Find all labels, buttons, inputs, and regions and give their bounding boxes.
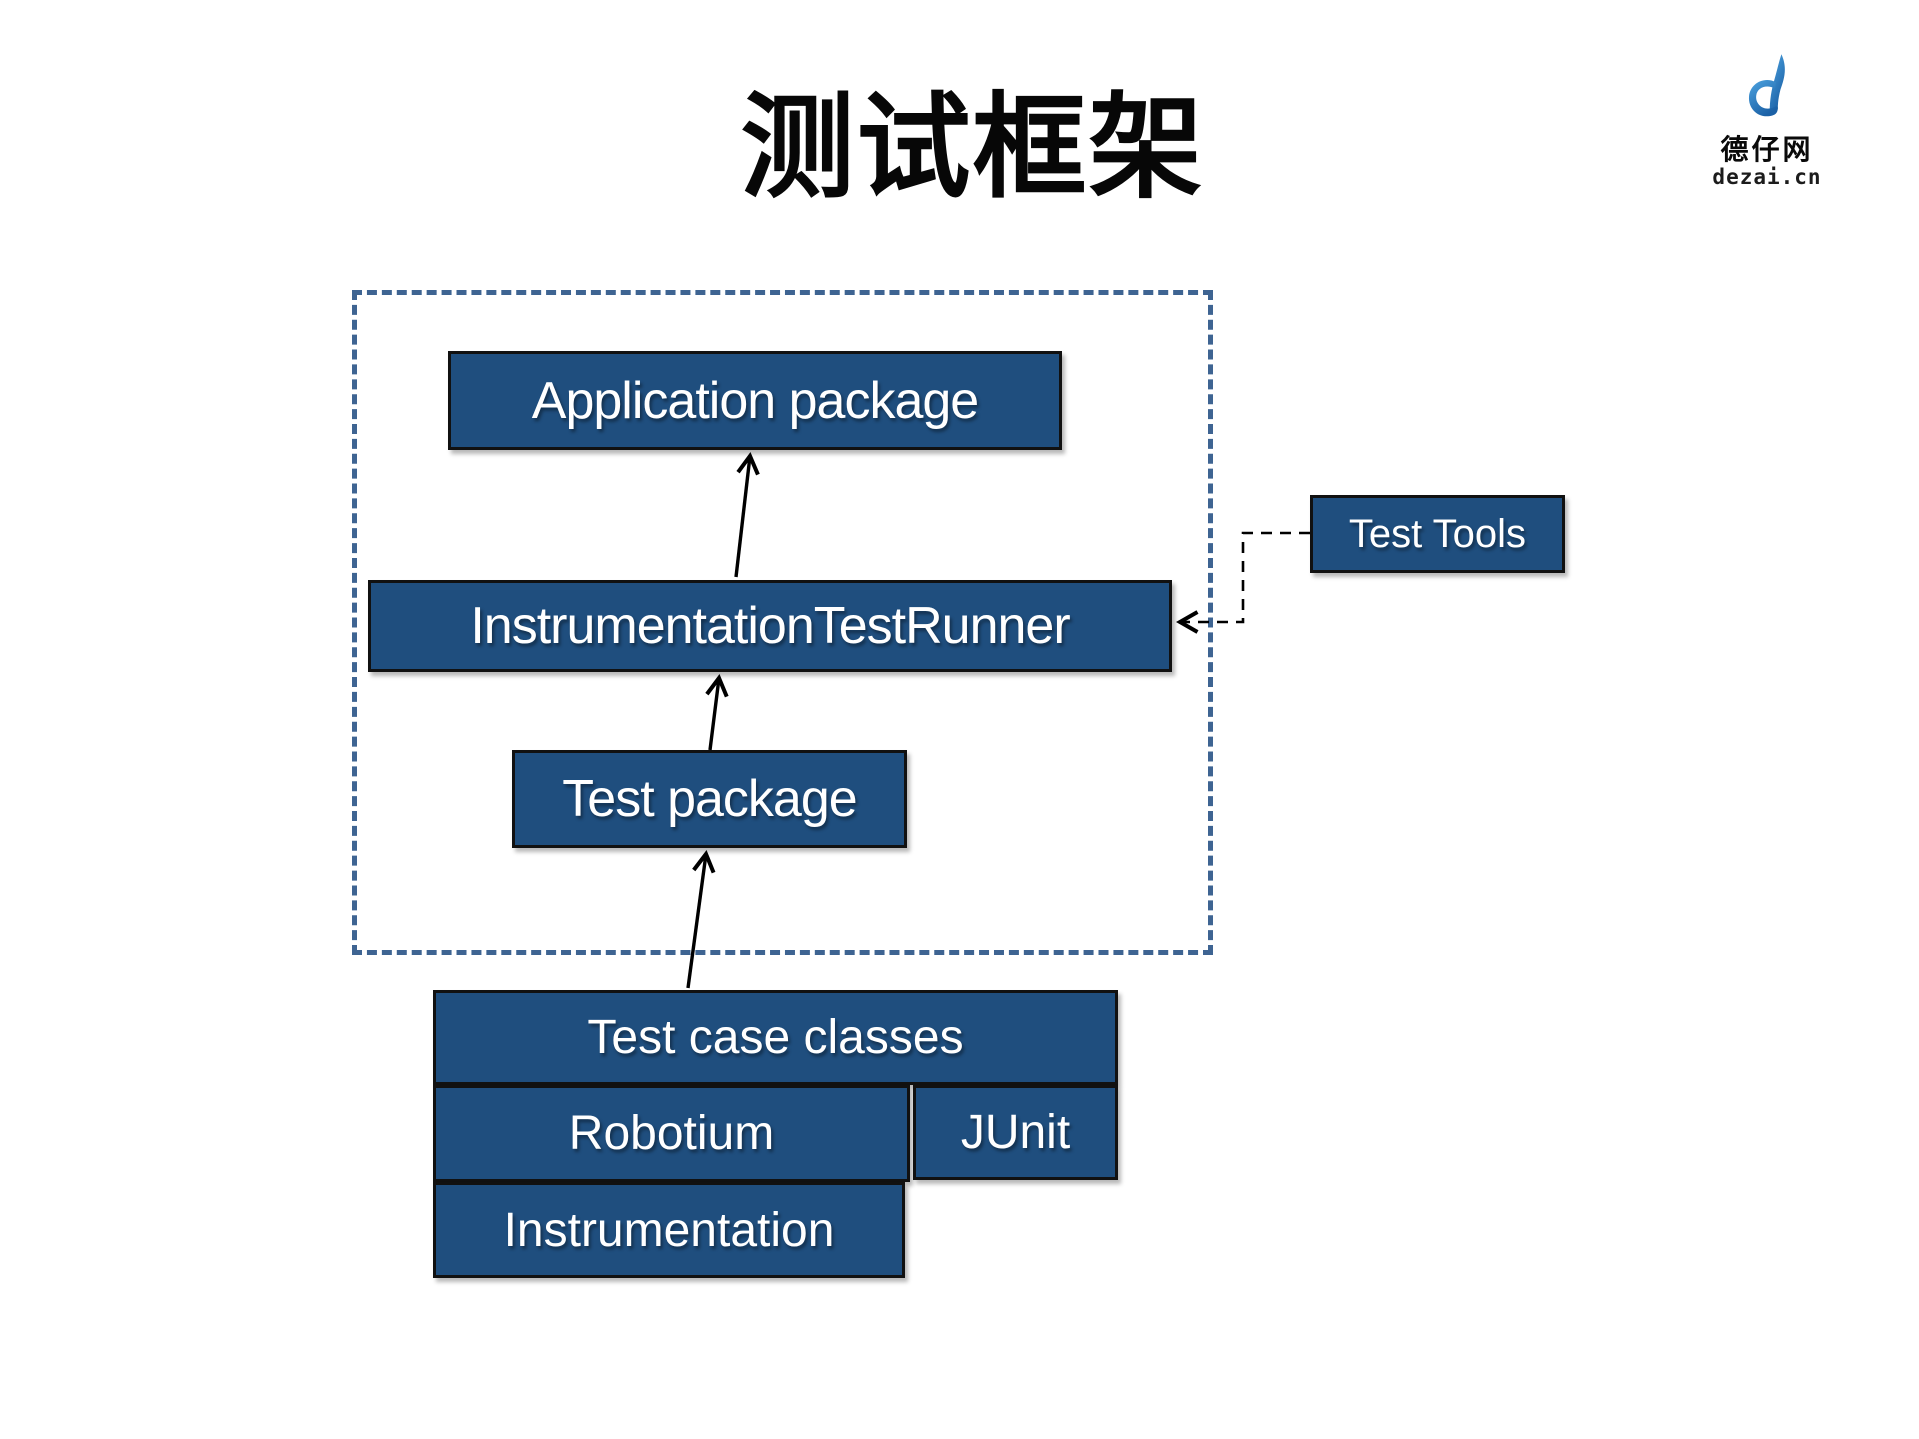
node-instrumentation-test-runner: InstrumentationTestRunner [368,580,1172,672]
flame-d-icon [1748,54,1785,117]
node-label: Test Tools [1348,511,1527,556]
node-label: InstrumentationTestRunner [470,597,1070,655]
node-test-tools: Test Tools [1310,495,1565,573]
node-label: Test case classes [587,1011,964,1064]
node-test-package: Test package [512,750,907,848]
node-junit: JUnit [913,1085,1118,1180]
node-label: JUnit [960,1106,1071,1159]
slide-title: 测试框架 [740,81,1205,214]
node-test-case-classes: Test case classes [433,990,1118,1085]
logo-brand-name: 德仔网 [1720,133,1814,166]
node-label: Test package [562,770,857,828]
node-label: Robotium [568,1107,775,1160]
node-robotium: Robotium [433,1085,910,1182]
node-label: Instrumentation [503,1203,835,1257]
node-label: Application package [531,371,979,430]
node-application-package: Application package [448,351,1062,450]
node-instrumentation: Instrumentation [433,1182,905,1278]
dezai-logo: 德仔网 dezai.cn [1692,52,1842,188]
logo-domain: dezai.cn [1712,165,1822,190]
